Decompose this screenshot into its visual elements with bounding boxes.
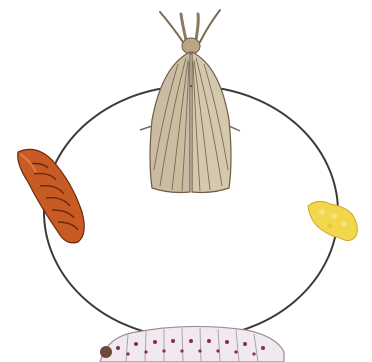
moth-icon [140,10,240,193]
egg-cluster-icon [308,201,357,240]
pupa-icon [18,149,85,243]
cycle-ring [44,86,338,338]
larva-icon [100,326,284,362]
